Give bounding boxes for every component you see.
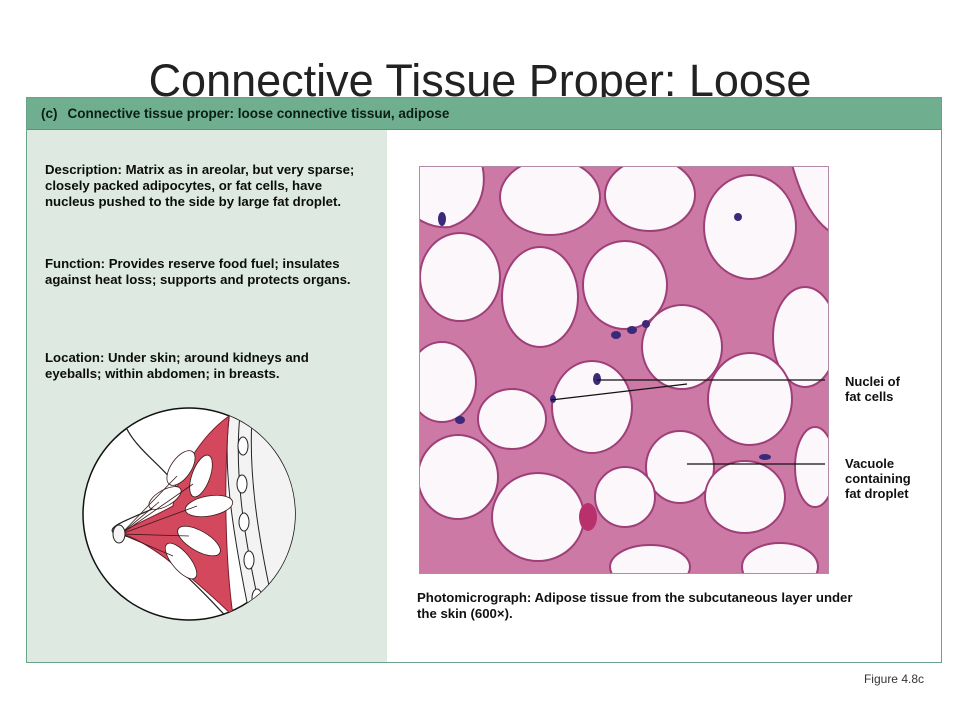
photomicrograph xyxy=(419,166,829,574)
callout-nuclei-line1: Nuclei of xyxy=(845,374,900,389)
callout-vacuole-line1: Vacuole xyxy=(845,456,895,471)
photomicrograph-caption: Photomicrograph: Adipose tissue from the… xyxy=(417,590,857,622)
panel-letter: (c) xyxy=(41,106,58,121)
caption-label: Photomicrograph: xyxy=(417,590,532,605)
callout-vacuole-line2: containing xyxy=(845,471,911,486)
function-block: Function: Provides reserve food fuel; in… xyxy=(45,256,365,288)
figure-header-text: Connective tissue proper: loose connecti… xyxy=(67,106,450,121)
location-label: Location: xyxy=(45,350,105,365)
function-text: Provides reserve food fuel; insulates ag… xyxy=(45,256,351,287)
caption-text: Adipose tissue from the subcutaneous lay… xyxy=(417,590,853,621)
breast-anatomy-illustration xyxy=(82,407,296,621)
callout-vacuole: Vacuole containing fat droplet xyxy=(845,456,911,501)
callout-vacuole-line3: fat droplet xyxy=(845,486,909,501)
function-label: Function: xyxy=(45,256,106,271)
figure-reference: Figure 4.8c xyxy=(863,672,924,686)
callout-lines xyxy=(550,379,825,465)
callout-nuclei: Nuclei of fat cells xyxy=(845,374,900,404)
description-label: Description: xyxy=(45,162,122,177)
description-block: Description: Matrix as in areolar, but v… xyxy=(45,162,365,210)
figure-header: (c) Connective tissue proper: loose conn… xyxy=(27,98,941,130)
description-text: Matrix as in areolar, but very sparse; c… xyxy=(45,162,355,209)
slide-title: Connective Tissue Proper: Loose xyxy=(148,55,812,106)
location-block: Location: Under skin; around kidneys and… xyxy=(45,350,365,382)
location-text: Under skin; around kidneys and eyeballs;… xyxy=(45,350,309,381)
callout-nuclei-line2: fat cells xyxy=(845,389,894,404)
adipose-tissue-image xyxy=(420,167,828,573)
figure-panel: (c) Connective tissue proper: loose conn… xyxy=(26,97,942,663)
